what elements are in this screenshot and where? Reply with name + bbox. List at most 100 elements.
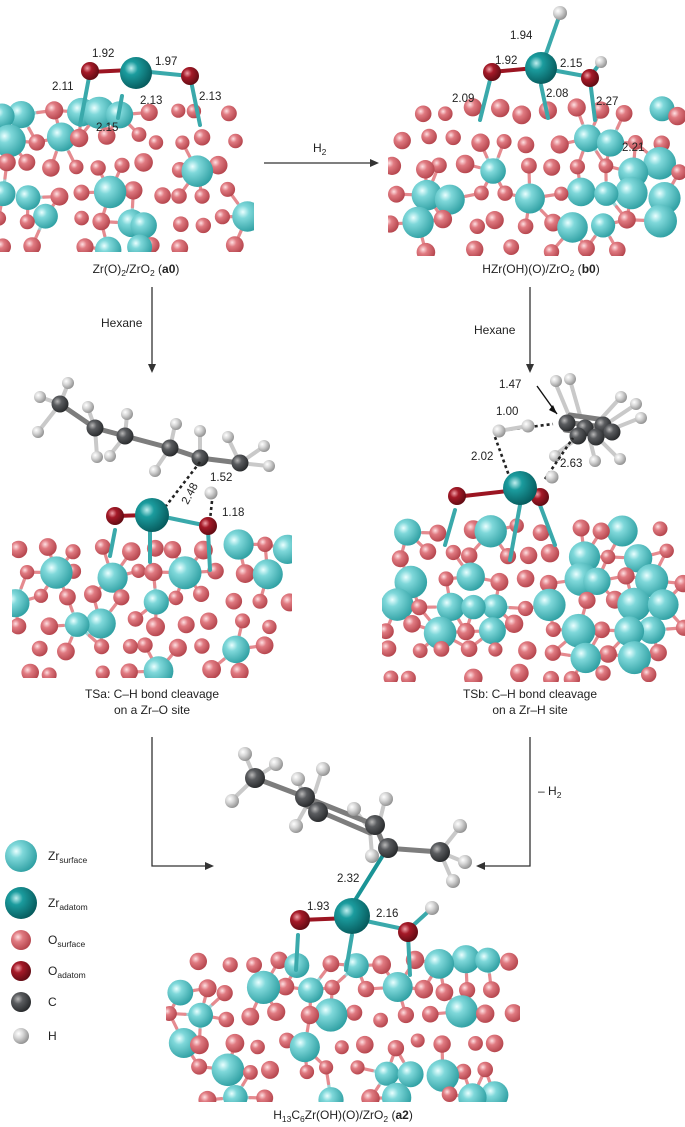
o-surface-atom bbox=[270, 951, 288, 969]
caption-tsb-line1: TSb: C–H bond cleavage bbox=[463, 687, 597, 701]
zr-surface-atom bbox=[617, 641, 651, 675]
o-surface-atom bbox=[543, 244, 560, 256]
slab-a2 bbox=[166, 945, 520, 1102]
svg-text:2.11: 2.11 bbox=[52, 81, 74, 93]
o-surface-atom bbox=[171, 239, 189, 252]
o-surface-atom bbox=[433, 209, 453, 229]
o-surface-atom bbox=[485, 1034, 504, 1053]
o-surface-atom bbox=[45, 101, 64, 120]
o-surface-atom bbox=[41, 667, 57, 678]
o-surface-atom bbox=[414, 105, 432, 123]
zr-surface-atom bbox=[615, 176, 648, 210]
o-surface-atom bbox=[131, 127, 147, 142]
zr-surface-atom bbox=[482, 594, 508, 620]
svg-text:Hexane: Hexane bbox=[474, 323, 516, 337]
legend-item-zr-surface: Zrsurface bbox=[5, 840, 87, 872]
svg-text:Osurface: Osurface bbox=[48, 933, 85, 949]
o-surface-atom bbox=[74, 210, 89, 226]
o-surface-atom bbox=[280, 593, 292, 612]
o-surface-atom bbox=[463, 98, 482, 117]
zr-surface-atom bbox=[456, 562, 485, 591]
o-surface-atom bbox=[137, 637, 153, 653]
c-atom-icon bbox=[11, 992, 31, 1012]
o-surface-atom bbox=[235, 564, 255, 583]
o-surface-atom bbox=[595, 665, 611, 681]
o-surface-atom bbox=[114, 157, 130, 173]
o-surface-atom bbox=[397, 1006, 414, 1024]
svg-text:1.18: 1.18 bbox=[222, 507, 244, 519]
o-surface-atom bbox=[577, 239, 595, 256]
zr-surface-atom bbox=[40, 556, 73, 589]
zr-surface-atom bbox=[12, 589, 30, 618]
o-surface-atom bbox=[459, 982, 476, 999]
o-surface-atom bbox=[461, 547, 478, 564]
svg-text:2.27: 2.27 bbox=[596, 96, 618, 108]
zr-surface-atom bbox=[252, 559, 283, 590]
zr-surface-atom bbox=[374, 1061, 399, 1086]
o-surface-atom bbox=[468, 1036, 483, 1051]
o-surface-atom bbox=[252, 593, 268, 609]
o-surface-atom bbox=[460, 640, 478, 657]
o-surface-atom bbox=[517, 218, 534, 235]
arrow-hexane-right: Hexane bbox=[474, 287, 534, 373]
o-surface-atom bbox=[545, 622, 561, 637]
o-surface-atom bbox=[572, 519, 590, 537]
o-surface-atom bbox=[554, 186, 569, 201]
o-surface-atom bbox=[220, 181, 236, 197]
zr-surface-atom bbox=[223, 529, 254, 560]
o-surface-atom bbox=[373, 1012, 388, 1028]
arrow-left-merge bbox=[151, 737, 214, 870]
svg-text:2.15: 2.15 bbox=[560, 58, 582, 70]
o-surface-atom bbox=[69, 159, 84, 175]
zr-surface-atom bbox=[643, 147, 676, 180]
zr-surface-atom bbox=[298, 977, 324, 1003]
caption-a2: H13C6Zr(OH)(O)/ZrO2 (a2) bbox=[273, 1108, 413, 1124]
svg-text:2.48: 2.48 bbox=[180, 481, 201, 506]
o-surface-atom bbox=[225, 1033, 245, 1053]
zr-surface-atom bbox=[461, 594, 486, 620]
o-surface-atom bbox=[675, 619, 685, 636]
o-surface-atom bbox=[488, 642, 503, 657]
o-surface-atom bbox=[391, 550, 409, 568]
o-surface-atom bbox=[435, 983, 454, 1002]
zr-surface-atom bbox=[635, 563, 669, 598]
o-surface-atom bbox=[516, 569, 535, 588]
o-surface-atom bbox=[12, 540, 28, 559]
svg-text:C: C bbox=[48, 995, 57, 1009]
o-surface-atom bbox=[31, 640, 48, 657]
svg-text:1.93: 1.93 bbox=[307, 901, 329, 913]
distance-labels-b0: 1.94 1.92 2.15 2.09 2.08 2.27 2.21 bbox=[452, 30, 644, 154]
zr-surface-atom bbox=[637, 616, 666, 644]
o-surface-atom bbox=[388, 185, 405, 203]
o-surface-atom bbox=[578, 591, 596, 609]
o-surface-atom bbox=[410, 1033, 425, 1048]
zr-surface-atom bbox=[397, 1061, 424, 1088]
o-surface-atom bbox=[202, 660, 221, 678]
o-surface-atom bbox=[73, 184, 90, 201]
o-surface-atom bbox=[225, 592, 243, 610]
zr-surface-atom bbox=[644, 204, 677, 238]
o-surface-atom-icon bbox=[11, 930, 31, 950]
zr-surface-atom bbox=[64, 612, 90, 637]
svg-text:– H2: – H2 bbox=[538, 784, 562, 800]
o-surface-atom bbox=[0, 238, 11, 252]
zr-surface-atom bbox=[594, 181, 619, 206]
zr-surface-atom bbox=[33, 203, 58, 229]
legend-item-c: C bbox=[11, 992, 57, 1012]
o-surface-atom bbox=[194, 638, 210, 654]
o-surface-atom bbox=[191, 1058, 208, 1075]
o-surface-atom bbox=[617, 567, 635, 585]
o-surface-atom bbox=[0, 153, 16, 172]
o-surface-atom bbox=[40, 617, 59, 635]
hexane-tsa bbox=[32, 377, 275, 477]
o-surface-atom bbox=[600, 549, 616, 565]
zr-surface-atom bbox=[127, 234, 153, 252]
o-surface-atom bbox=[477, 1061, 494, 1078]
o-surface-atom bbox=[431, 157, 447, 174]
o-surface-atom bbox=[496, 134, 512, 149]
svg-text:1.94: 1.94 bbox=[510, 30, 533, 42]
adatom-cluster-tsa bbox=[106, 461, 218, 572]
o-surface-atom bbox=[519, 546, 538, 565]
o-surface-atom bbox=[214, 209, 230, 225]
o-surface-atom bbox=[433, 1035, 451, 1053]
